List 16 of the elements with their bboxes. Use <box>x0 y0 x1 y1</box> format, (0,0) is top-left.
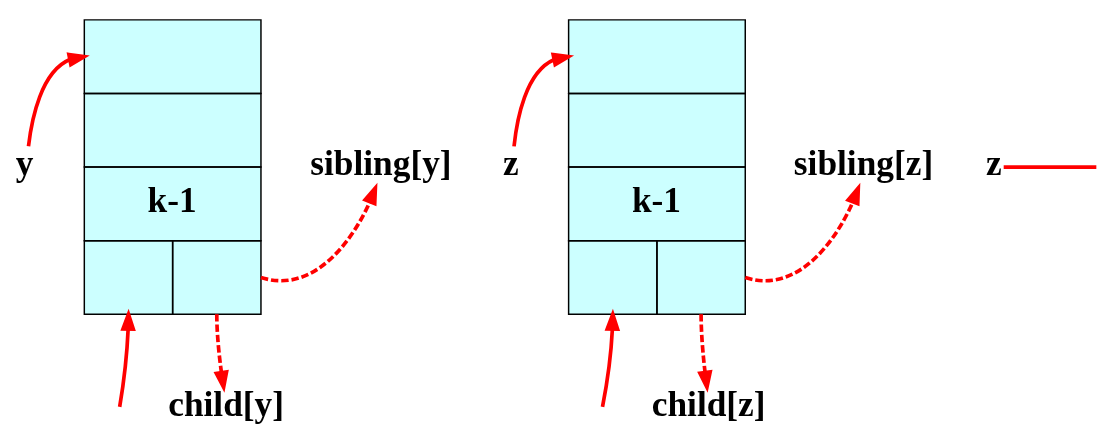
arrow <box>117 308 136 407</box>
arrow <box>26 51 90 147</box>
node-text: child[y] <box>168 384 284 424</box>
arrow <box>260 182 378 282</box>
node-text: y <box>15 143 34 183</box>
node-text: child[z] <box>651 384 766 424</box>
arrow <box>512 51 575 147</box>
connector <box>1003 164 1097 169</box>
arrow <box>744 182 861 282</box>
arrow <box>697 313 713 393</box>
node-text: sibling[y] <box>310 143 452 183</box>
arrow <box>213 313 229 393</box>
node-text: z <box>503 143 519 183</box>
arrow <box>600 308 621 407</box>
node-text: z <box>985 143 1002 183</box>
node-text: sibling[z] <box>793 143 934 183</box>
